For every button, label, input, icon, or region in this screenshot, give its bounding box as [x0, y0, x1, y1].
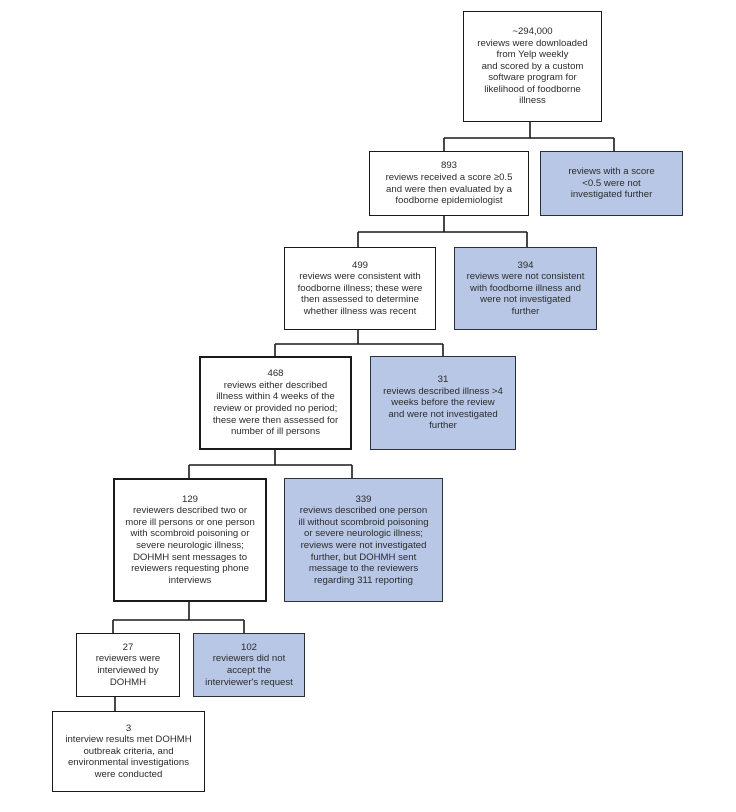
box-count: 394 [517, 259, 534, 271]
box-count: 3 [125, 722, 132, 734]
connector-multiple-ill [112, 602, 245, 633]
box-text: interview results met DOHMH outbreak cri… [65, 734, 192, 780]
box-one-ill: 339 reviews described one person ill wit… [284, 478, 443, 602]
connector-consistent [274, 330, 444, 356]
box-interviewed: 27 reviewers were interviewed by DOHMH [76, 633, 180, 697]
connector-downloaded [443, 122, 615, 151]
box-text: reviews received a score ≥0.5 and were t… [385, 171, 513, 207]
box-text: reviews were not consistent with foodbor… [466, 271, 585, 317]
box-text: reviews with a score <0.5 were not inves… [568, 166, 655, 201]
connector-scored-high [357, 216, 528, 247]
box-declined: 102 reviewers did not accept the intervi… [193, 633, 305, 697]
box-count: 102 [240, 641, 257, 653]
connector-recent [188, 450, 353, 478]
box-count: 339 [355, 493, 372, 505]
box-not-consistent: 394 reviews were not consistent with foo… [454, 247, 597, 330]
box-downloaded: ~294,000 reviews were downloaded from Ye… [463, 11, 602, 122]
box-scored-low: reviews with a score <0.5 were not inves… [540, 151, 683, 216]
box-text: reviewers were interviewed by DOHMH [95, 653, 161, 688]
box-multiple-ill: 129 reviewers described two or more ill … [113, 478, 267, 602]
box-count: 499 [351, 259, 368, 271]
box-outbreak: 3 interview results met DOHMH outbreak c… [52, 711, 205, 792]
box-scored-high: 893 reviews received a score ≥0.5 and we… [369, 151, 529, 216]
box-text: reviewers did not accept the interviewer… [205, 653, 293, 688]
box-text: reviews described illness >4 weeks befor… [383, 385, 503, 432]
box-text: reviews either described illness within … [212, 379, 339, 438]
box-count: 468 [267, 368, 284, 380]
box-not-recent: 31 reviews described illness >4 weeks be… [370, 356, 516, 450]
box-count: 31 [437, 374, 449, 386]
box-text: reviews were consistent with foodborne i… [297, 271, 423, 317]
box-count: 893 [440, 160, 457, 172]
box-count: ~294,000 [512, 25, 553, 37]
box-recent: 468 reviews either described illness wit… [199, 356, 352, 450]
box-text: reviews were downloaded from Yelp weekly… [477, 37, 588, 107]
box-text: reviews described one person ill without… [298, 505, 429, 586]
box-count: 27 [122, 641, 134, 653]
box-consistent: 499 reviews were consistent with foodbor… [284, 247, 436, 330]
box-text: reviewers described two or more ill pers… [125, 505, 255, 586]
box-count: 129 [181, 493, 198, 505]
